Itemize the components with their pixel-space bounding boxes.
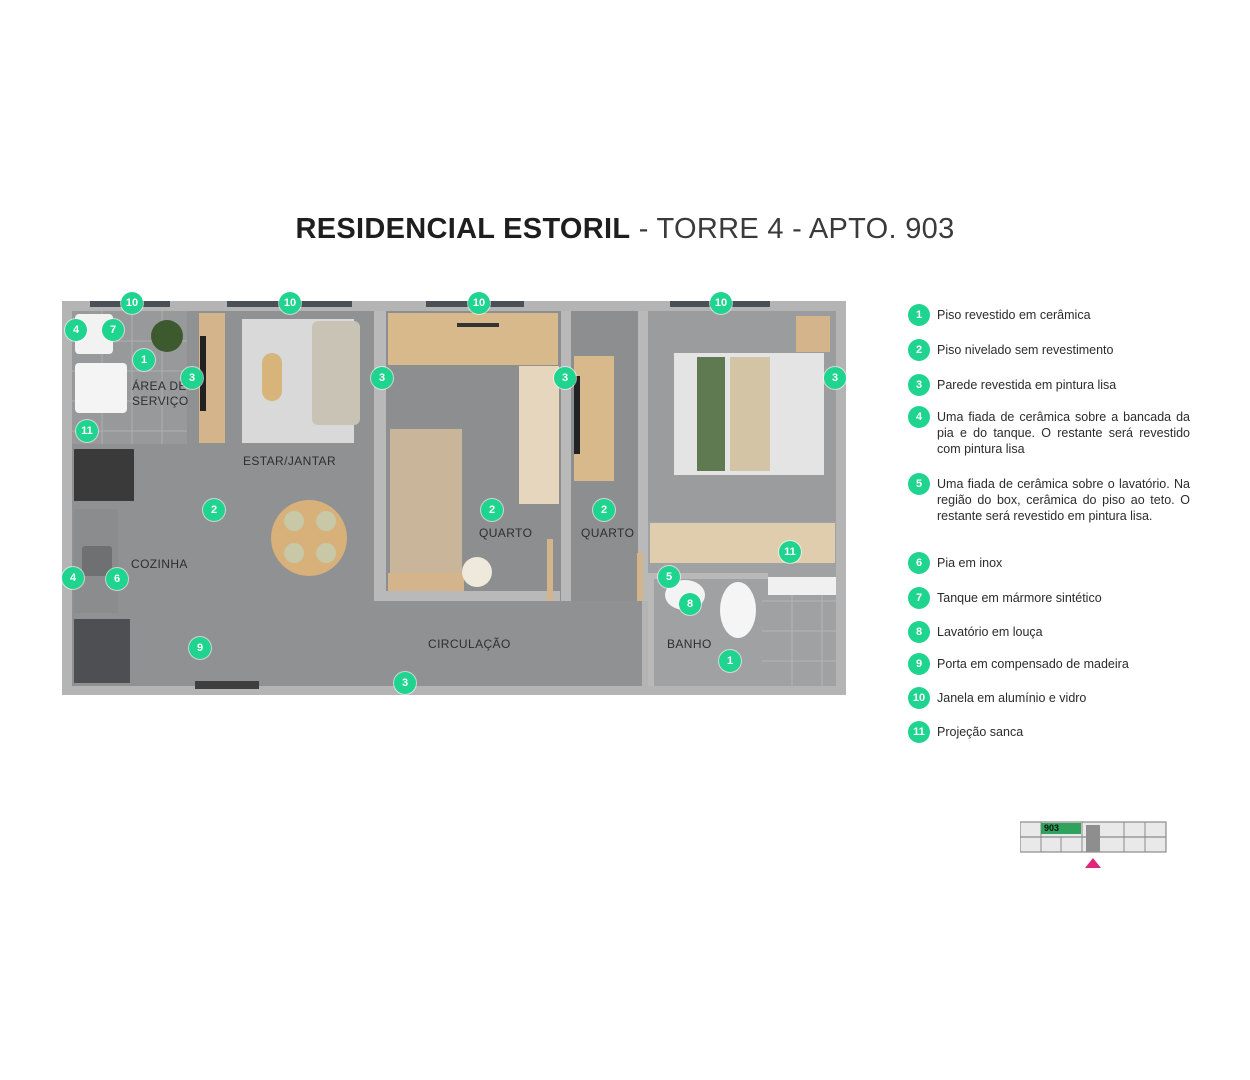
marker-5: 5	[658, 566, 680, 588]
legend-badge: 10	[908, 687, 930, 709]
legend-badge: 4	[908, 406, 930, 428]
marker-10: 10	[710, 292, 732, 314]
page-title: RESIDENCIAL ESTORIL - TORRE 4 - APTO. 90…	[0, 213, 1250, 246]
marker-9: 9	[189, 637, 211, 659]
legend-badge: 9	[908, 653, 930, 675]
marker-8: 8	[679, 593, 701, 615]
legend-text: Janela em alumínio e vidro	[937, 691, 1087, 705]
marker-2: 2	[593, 499, 615, 521]
wardrobe-1	[519, 366, 559, 504]
legend-text: Porta em compensado de madeira	[937, 657, 1129, 671]
marker-4: 4	[65, 319, 87, 341]
nightstand	[462, 557, 492, 587]
room-label-banho: BANHO	[667, 637, 712, 651]
legend-badge: 6	[908, 552, 930, 574]
legend-text: Uma fiada de cerâmica sobre a bancada da…	[937, 410, 1190, 456]
room-label-cozinha: COZINHA	[131, 557, 188, 571]
marker-2: 2	[203, 499, 225, 521]
marker-7: 7	[102, 319, 124, 341]
desk	[388, 313, 558, 365]
floor-plan-drawing	[62, 301, 846, 695]
marker-3: 3	[554, 367, 576, 389]
room-label-quarto-2: QUARTO	[581, 526, 635, 540]
marker-1: 1	[133, 349, 155, 371]
marker-10: 10	[121, 292, 143, 314]
plant	[151, 320, 183, 352]
entry-door	[195, 681, 259, 689]
room-label-quarto-1: QUARTO	[479, 526, 533, 540]
marker-3: 3	[394, 672, 416, 694]
legend-badge: 3	[908, 374, 930, 396]
marker-3: 3	[181, 367, 203, 389]
marker-4: 4	[62, 567, 84, 589]
legend-text: Piso revestido em cerâmica	[937, 308, 1091, 322]
wall-banho-left	[648, 579, 654, 686]
dining-table	[271, 500, 347, 576]
legend-badge: 7	[908, 587, 930, 609]
legend-text: Projeção sanca	[937, 725, 1024, 739]
legend-badge: 11	[908, 721, 930, 743]
marker-3: 3	[371, 367, 393, 389]
room-label-circulacao: CIRCULAÇÃO	[428, 637, 511, 651]
desk-2	[574, 356, 614, 481]
key-plan-unit-label: 903	[1041, 823, 1081, 834]
key-plan: 903	[1019, 820, 1168, 870]
cooktop	[74, 449, 134, 501]
legend-text: Uma fiada de cerâmica sobre o lavatório.…	[937, 477, 1190, 523]
nightstand-2	[796, 316, 830, 352]
wall-quarto-bottom	[374, 591, 560, 601]
title-light: - TORRE 4 - APTO. 903	[630, 213, 955, 245]
marker-2: 2	[481, 499, 503, 521]
banho-tiles	[762, 581, 836, 686]
position-arrow-icon	[1085, 858, 1101, 868]
wardrobe-2	[650, 523, 835, 563]
legend-text: Pia em inox	[937, 556, 1003, 570]
marker-11: 11	[779, 541, 801, 563]
toilet	[720, 582, 756, 638]
marker-6: 6	[106, 568, 128, 590]
wall-quarto-master	[638, 311, 648, 601]
marker-10: 10	[279, 292, 301, 314]
room-label-area-servico: ÁREA DE SERVIÇO	[132, 379, 189, 408]
shower-box	[768, 577, 836, 595]
legend-badge: 8	[908, 621, 930, 643]
marker-11: 11	[76, 420, 98, 442]
sink	[82, 546, 112, 576]
circulation-floor	[376, 601, 642, 686]
fridge	[74, 619, 130, 683]
legend-badge: 5	[908, 473, 930, 495]
wall-living-quarto	[374, 311, 386, 601]
room-label-estar-jantar: ESTAR/JANTAR	[243, 454, 337, 468]
title-bold: RESIDENCIAL ESTORIL	[295, 213, 631, 245]
marker-3: 3	[824, 367, 846, 389]
coffee-table	[262, 353, 282, 401]
washer	[75, 363, 127, 413]
legend-text: Tanque em mármore sintético	[937, 591, 1102, 605]
legend-text: Lavatório em louça	[937, 625, 1043, 639]
single-bed	[390, 429, 462, 579]
key-plan-drawing	[1019, 821, 1167, 853]
sofa	[312, 321, 360, 425]
legend-badge: 2	[908, 339, 930, 361]
legend-text: Parede revestida em pintura lisa	[937, 378, 1117, 392]
wall-banho-top	[648, 573, 768, 579]
marker-10: 10	[468, 292, 490, 314]
marker-1: 1	[719, 650, 741, 672]
legend-badge: 1	[908, 304, 930, 326]
legend-text: Piso nivelado sem revestimento	[937, 343, 1114, 357]
wall-quarto-quarto	[561, 311, 571, 601]
floor-plan: ÁREA DE SERVIÇO ESTAR/JANTAR COZINHA QUA…	[62, 292, 846, 695]
